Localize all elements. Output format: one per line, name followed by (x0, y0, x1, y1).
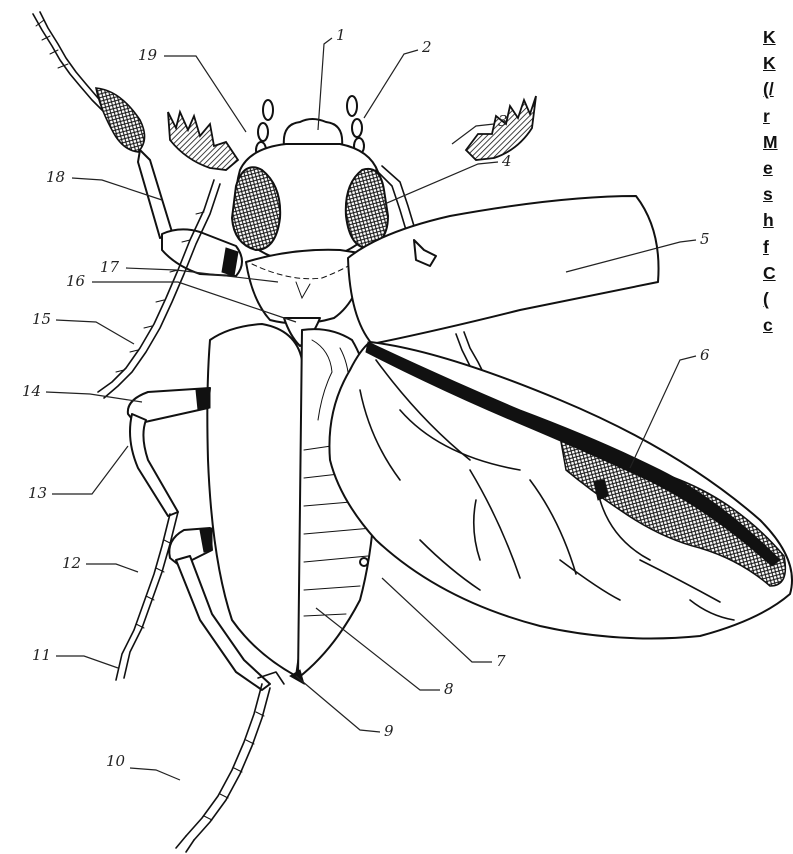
label-18: 18 (46, 168, 65, 186)
label-7: 7 (496, 652, 506, 670)
leader-14 (46, 392, 142, 402)
side-link-line[interactable]: K (763, 24, 793, 50)
side-link-line[interactable]: c (763, 312, 793, 338)
label-15: 15 (32, 310, 51, 328)
leader-11 (56, 656, 118, 668)
leader-19 (164, 56, 246, 132)
beetle-illustration (33, 12, 792, 852)
label-4: 4 (501, 152, 512, 170)
side-link-line[interactable]: f (763, 234, 793, 260)
side-link-line[interactable]: M (763, 129, 793, 155)
label-2: 2 (421, 38, 432, 56)
side-link-line[interactable]: C (763, 260, 793, 286)
label-3: 3 (498, 112, 508, 130)
label-12: 12 (62, 554, 81, 572)
label-6: 6 (700, 346, 710, 364)
side-link-line[interactable]: r (763, 103, 793, 129)
leader-10 (130, 768, 180, 780)
label-10: 10 (106, 752, 126, 770)
bottom-leg (176, 672, 284, 852)
spiracle (360, 558, 368, 566)
leader-4 (380, 162, 498, 206)
side-link-line[interactable]: K (763, 50, 793, 76)
leader-13 (52, 446, 128, 494)
leader-2 (364, 50, 418, 118)
side-link-column: K K (/ r M e s h f C ( c (763, 24, 793, 338)
label-1: 1 (336, 26, 346, 44)
side-link-line[interactable]: s (763, 181, 793, 207)
leader-1 (318, 38, 332, 130)
side-link-line[interactable]: e (763, 155, 793, 181)
side-link-line[interactable]: h (763, 207, 793, 233)
leader-12 (86, 564, 138, 572)
label-9: 9 (384, 722, 394, 740)
label-8: 8 (444, 680, 454, 698)
side-link-line[interactable]: (/ (763, 76, 793, 102)
label-14: 14 (22, 382, 41, 400)
leader-9 (296, 676, 380, 732)
label-17: 17 (100, 258, 120, 276)
leader-15 (56, 320, 134, 344)
right-elytron (348, 196, 659, 344)
left-elytron (207, 324, 306, 676)
label-5: 5 (700, 230, 710, 248)
label-11: 11 (32, 646, 51, 664)
side-link-line[interactable]: ( (763, 286, 793, 312)
label-19: 19 (138, 46, 158, 64)
label-16: 16 (66, 272, 86, 290)
label-13: 13 (28, 484, 47, 502)
right-eye (346, 169, 388, 248)
